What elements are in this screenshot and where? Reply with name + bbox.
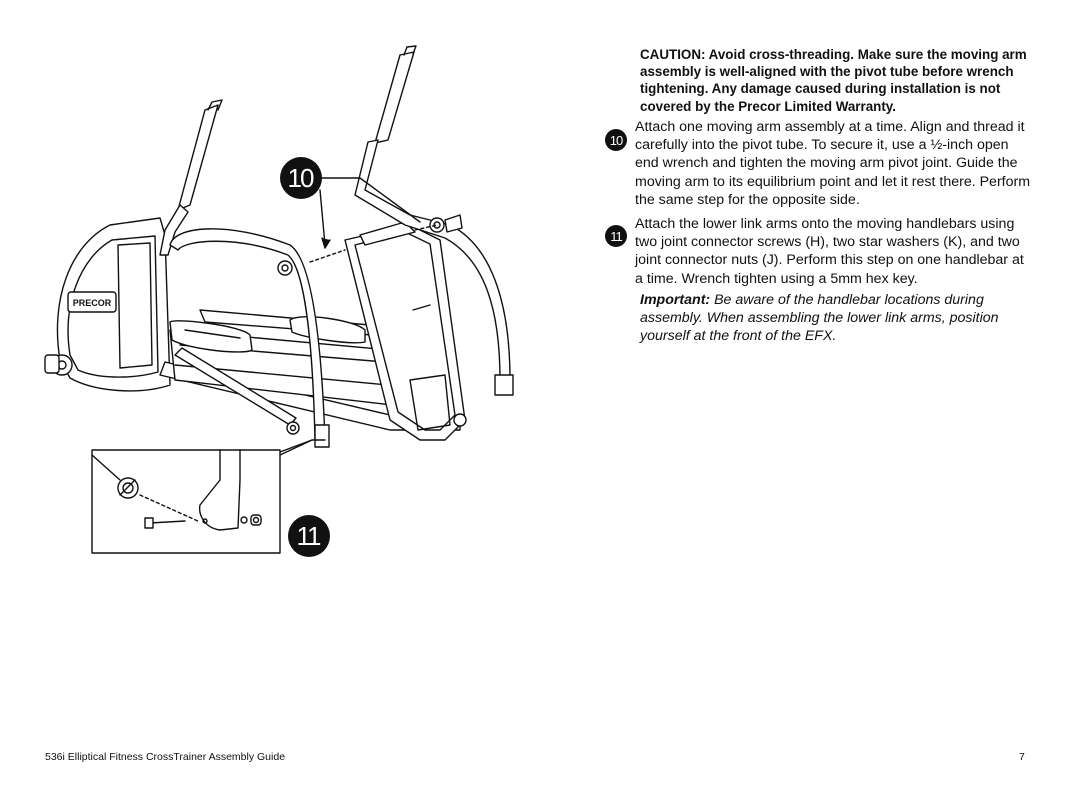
page-number: 7 bbox=[1019, 751, 1025, 763]
step-number-10: 10 bbox=[605, 129, 627, 151]
assembly-illustration: PRECOR bbox=[44, 45, 514, 554]
rear-housing: PRECOR bbox=[44, 217, 171, 392]
pivot-joint bbox=[429, 214, 463, 233]
callout-10-leader bbox=[319, 177, 421, 223]
footer-guide-title: 536i Elliptical Fitness CrossTrainer Ass… bbox=[45, 751, 286, 763]
pedals bbox=[169, 316, 366, 353]
important-note: Important: Be aware of the handlebar loc… bbox=[640, 291, 1035, 346]
lower-link-arm bbox=[174, 347, 300, 435]
important-label: Important: bbox=[640, 292, 711, 308]
left-moving-arm bbox=[159, 99, 223, 256]
callout-badge-10: 10 bbox=[280, 157, 322, 199]
caution-block: CAUTION: Avoid cross-threading. Make sur… bbox=[640, 46, 1035, 115]
step-10-paragraph: Attach one moving arm assembly at a time… bbox=[635, 119, 1031, 208]
important-text: Be aware of the handlebar locations duri… bbox=[640, 292, 999, 345]
precor-logo: PRECOR bbox=[73, 298, 112, 308]
caution-text: CAUTION: Avoid cross-threading. Make sur… bbox=[640, 47, 1027, 114]
detail-inset bbox=[91, 439, 313, 554]
step-number-11: 11 bbox=[605, 225, 627, 247]
step-11-text: Attach the lower link arms onto the movi… bbox=[635, 215, 1035, 288]
step-11-paragraph: Attach the lower link arms onto the movi… bbox=[635, 216, 1024, 287]
callout-badge-11: 11 bbox=[288, 515, 330, 557]
step-10-text: Attach one moving arm assembly at a time… bbox=[635, 118, 1035, 209]
right-moving-arm bbox=[354, 45, 514, 396]
